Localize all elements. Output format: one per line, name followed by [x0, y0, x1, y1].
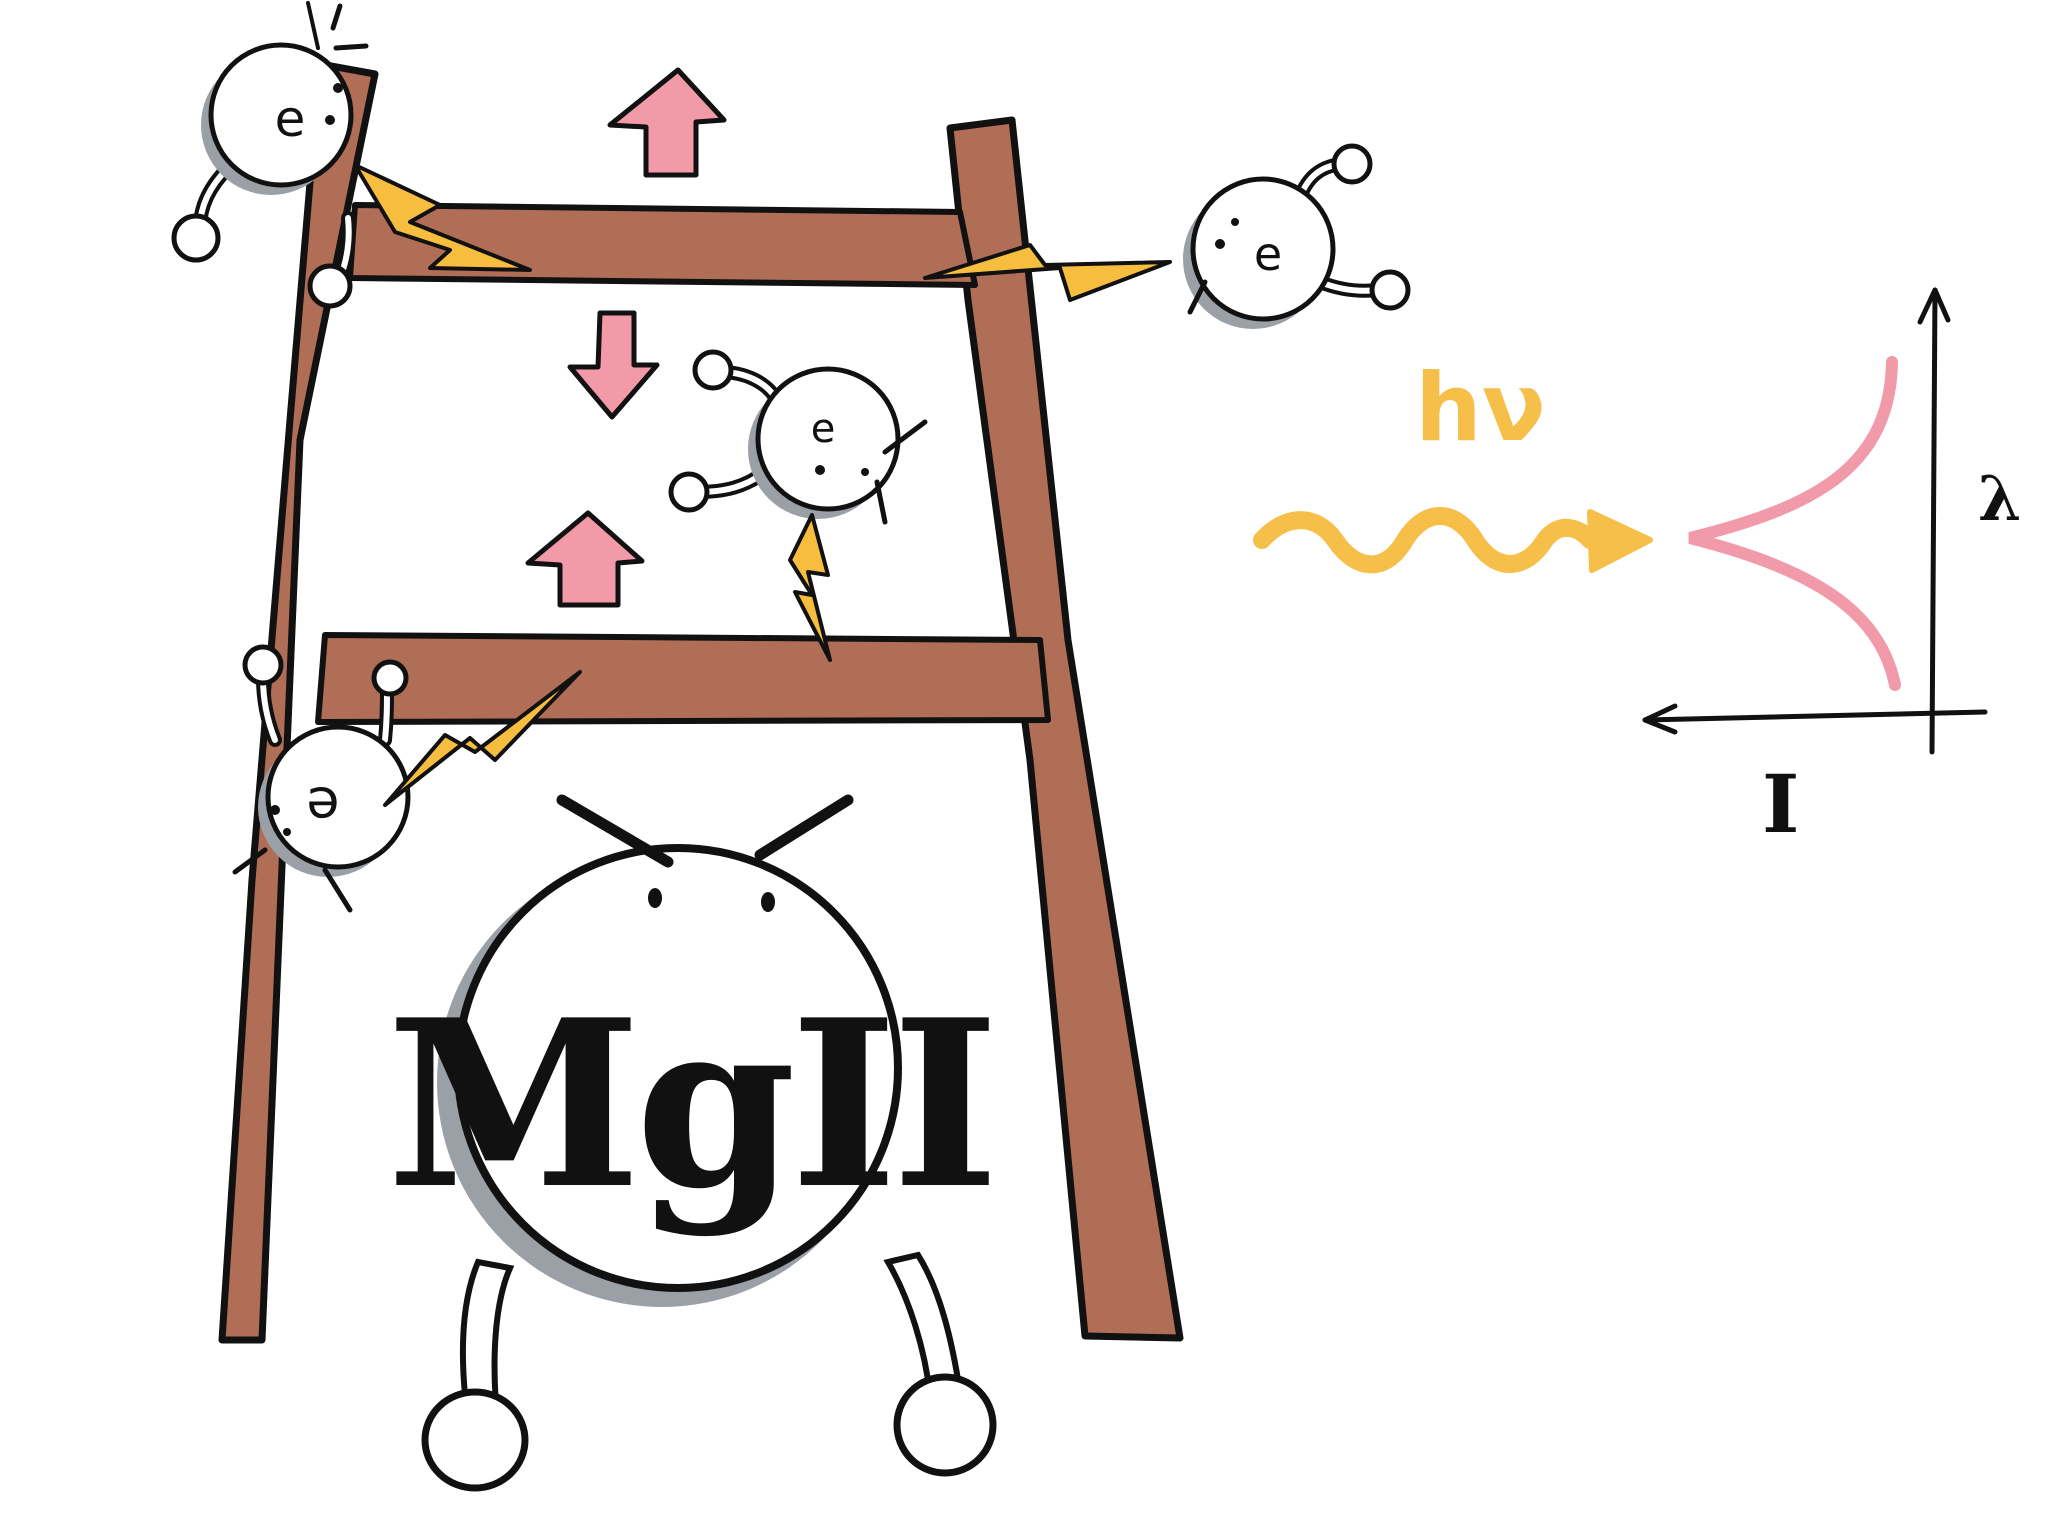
- lightning-icon: [383, 670, 582, 807]
- axis-x-label: I: [1762, 757, 1799, 851]
- ion-left-leg: [459, 1258, 515, 1408]
- line-profile-icon: λ I: [1642, 287, 2021, 851]
- electron-legs: [242, 644, 409, 747]
- ion-right-eye: [761, 892, 775, 912]
- electron-icon: e: [171, 1, 369, 309]
- electron-label: e: [275, 90, 306, 148]
- ladder-right-rail: [946, 116, 1184, 1342]
- ladder-rung-middle: [315, 632, 1051, 725]
- energy-down-arrow-icon: [567, 310, 660, 420]
- ion-left-eye: [648, 888, 662, 908]
- electron-label: e: [1254, 227, 1282, 281]
- electron-icon: e: [1183, 143, 1411, 329]
- electron-label: e: [306, 775, 339, 838]
- ion-right-brow: [754, 794, 854, 861]
- lightning-icon: [788, 513, 832, 662]
- lightning-icon: [923, 243, 1172, 302]
- electron-icon: e: [668, 349, 928, 525]
- electron-legs: [171, 161, 356, 309]
- ion-right-foot: [893, 1373, 997, 1477]
- ion-body: [454, 844, 902, 1292]
- energy-ladder: [215, 60, 1184, 1344]
- electron-icon: e: [232, 644, 409, 913]
- ion-left-foot: [421, 1388, 529, 1492]
- photon-label: hν: [1415, 354, 1546, 463]
- ion-left-brow: [556, 794, 674, 868]
- axis-y-label: λ: [1978, 462, 2021, 535]
- electron-legs: [668, 349, 782, 513]
- ion-label: MgII: [387, 970, 994, 1240]
- energy-up-arrow-icon: [607, 67, 727, 178]
- ion-icon: MgII: [387, 794, 999, 1492]
- wavelength-axis: [1929, 287, 1938, 755]
- lightning-icon: [353, 163, 532, 272]
- energy-up-arrow-icon: [525, 510, 645, 608]
- ladder-left-rail-main: [218, 60, 379, 1344]
- line-profile-curve: [1688, 356, 1901, 691]
- electron-label: e: [811, 406, 836, 452]
- intensity-axis: [1642, 709, 1988, 723]
- photon-wave-icon: [1253, 507, 1653, 574]
